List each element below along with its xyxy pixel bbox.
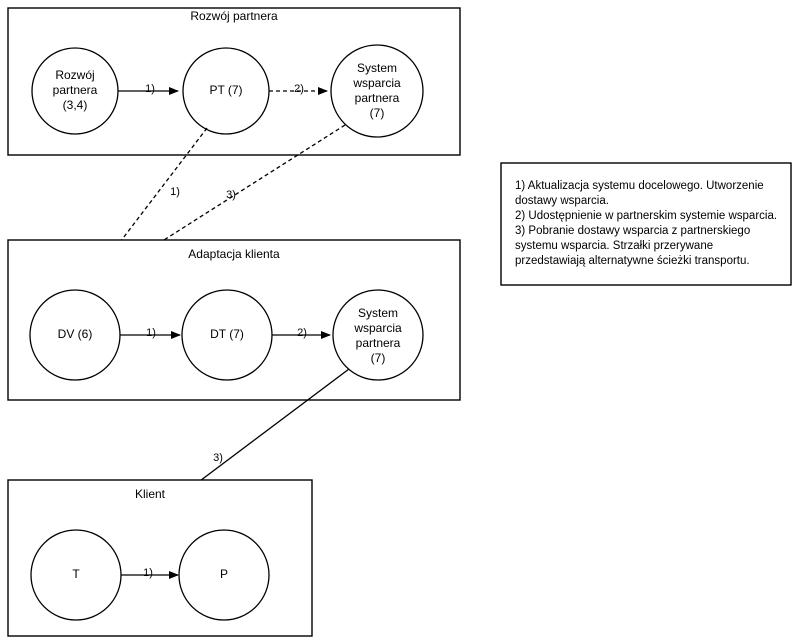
edge-dv-to-dt: 1) — [120, 327, 181, 339]
node-label-dv: DV (6) — [58, 327, 93, 341]
edge-label-t-to-p: 1) — [143, 567, 153, 579]
legend: 1) Aktualizacja systemu docelowego. Utwo… — [500, 162, 792, 286]
node-label-system-top-line2: wsparcia — [352, 76, 401, 90]
node-circle-system-wsparcia-partnera-mid[interactable] — [332, 289, 424, 381]
group-rozwoj-partnera: Rozwój partnera Rozwój partnera (3,4) PT… — [7, 7, 461, 156]
edge-line-pt-to-dv — [84, 127, 208, 289]
node-label-system-mid-line3: partnera — [356, 336, 401, 350]
node-dv[interactable]: DV (6) — [29, 289, 121, 381]
node-label-system-top-line1: System — [357, 61, 397, 75]
edge-label-dv-to-dt: 1) — [146, 327, 156, 339]
edge-rozwoj-to-pt: 1) — [118, 83, 179, 95]
node-circle-p[interactable] — [178, 529, 270, 621]
node-p[interactable]: P — [178, 529, 270, 621]
node-label-system-mid-line1: System — [358, 306, 398, 320]
node-label-t: T — [72, 567, 80, 581]
node-label-system-mid-line2: wsparcia — [353, 321, 402, 335]
legend-box — [500, 162, 792, 286]
node-rozwoj-partnera[interactable]: Rozwój partnera (3,4) — [31, 47, 119, 135]
node-label-system-top-line4: (7) — [370, 106, 385, 120]
node-label-rozwoj-partnera-line3: (3,4) — [63, 98, 88, 112]
legend-line-3: 2) Udostępnienie w partnerskim systemie … — [515, 210, 777, 222]
edge-pt-to-dv: 1) — [84, 127, 208, 289]
edge-label-system-top-to-dv: 3) — [226, 189, 236, 201]
node-label-system-top-line3: partnera — [355, 91, 400, 105]
edge-pt-to-system-top: 2) — [269, 83, 328, 95]
node-system-wsparcia-partnera-top[interactable]: System wsparcia partnera (7) — [330, 44, 424, 138]
group-adaptacja-klienta: Adaptacja klienta DV (6) DT (7) System w… — [7, 239, 461, 401]
node-pt[interactable]: PT (7) — [182, 47, 270, 135]
group-title-adaptacja-klienta: Adaptacja klienta — [188, 247, 280, 261]
node-label-pt: PT (7) — [209, 83, 242, 97]
node-circle-system-wsparcia-partnera-top[interactable] — [330, 44, 424, 138]
edge-label-pt-to-dv: 1) — [170, 186, 180, 198]
legend-line-2: dostawy wsparcia. — [515, 195, 609, 207]
node-dt[interactable]: DT (7) — [181, 289, 273, 381]
edge-label-dt-to-system-mid: 2) — [297, 327, 307, 339]
legend-line-5: systemu wsparcia. Strzałki przerywane — [515, 240, 713, 252]
legend-line-6: przedstawiają alternatywne ścieżki trans… — [515, 255, 750, 267]
node-label-rozwoj-partnera-line2: partnera — [53, 83, 98, 97]
node-system-wsparcia-partnera-mid[interactable]: System wsparcia partnera (7) — [332, 289, 424, 381]
edge-system-top-to-dv: 3) — [89, 124, 346, 288]
node-label-dt: DT (7) — [210, 327, 244, 341]
node-t[interactable]: T — [30, 529, 122, 621]
group-klient: Klient T P 1) — [7, 479, 313, 637]
group-title-klient: Klient — [135, 487, 166, 501]
edge-label-pt-to-system-top: 2) — [294, 83, 304, 95]
edge-t-to-p: 1) — [121, 567, 179, 579]
edge-line-system-top-to-dv — [89, 124, 346, 288]
node-label-system-mid-line4: (7) — [371, 351, 386, 365]
legend-line-4: 3) Pobranie dostawy wsparcia z partnersk… — [515, 225, 750, 237]
edge-label-system-mid-to-t: 3) — [213, 452, 223, 464]
node-label-rozwoj-partnera-line1: Rozwój — [55, 68, 94, 82]
edge-label-rozwoj-to-pt: 1) — [145, 83, 155, 95]
legend-line-1: 1) Aktualizacja systemu docelowego. Utwo… — [515, 180, 764, 192]
edge-dt-to-system-mid: 2) — [272, 327, 331, 339]
node-label-p: P — [220, 567, 228, 581]
group-title-rozwoj-partnera: Rozwój partnera — [190, 9, 278, 23]
